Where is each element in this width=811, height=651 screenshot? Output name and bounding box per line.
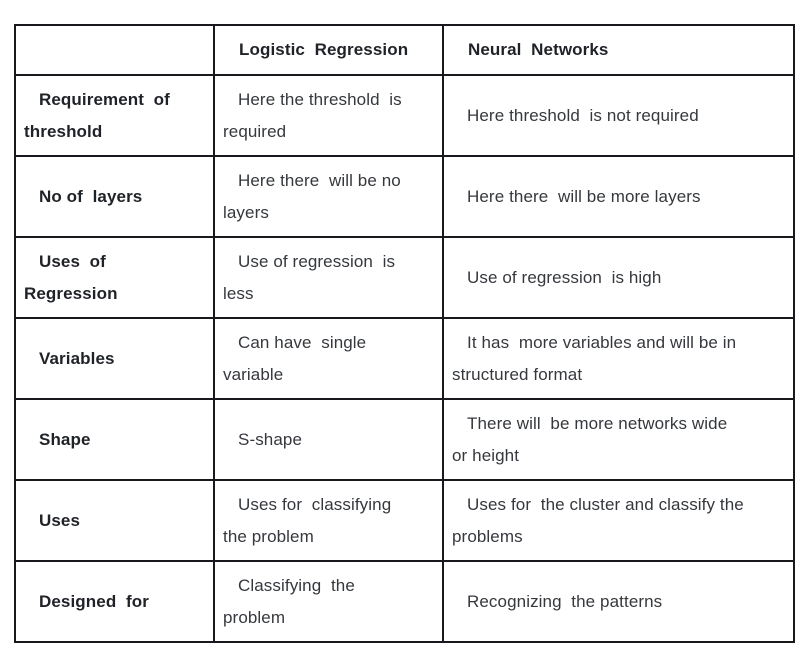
table-cell: Here the threshold is required [213, 74, 444, 157]
row-label: Shape [14, 398, 215, 481]
table-row-variables: Variables Can have single variable It ha… [14, 317, 795, 400]
column-header-logistic-regression: Logistic Regression [213, 24, 444, 76]
table-cell: Recognizing the patterns [442, 560, 795, 643]
row-label: Uses of Regression [14, 236, 215, 319]
table-cell: There will be more networks wide or heig… [442, 398, 795, 481]
row-label: Uses [14, 479, 215, 562]
row-label: Designed for [14, 560, 215, 643]
row-label: Requirement of threshold [14, 74, 215, 157]
table-cell: Classifying the problem [213, 560, 444, 643]
table-cell: Here there will be more layers [442, 155, 795, 238]
table-row-uses: Uses Uses for classifying the problem Us… [14, 479, 795, 562]
table-cell: Here there will be no layers [213, 155, 444, 238]
comparison-table: Logistic Regression Neural Networks Requ… [14, 24, 795, 643]
table-cell: Use of regression is less [213, 236, 444, 319]
table-row-requirement-of-threshold: Requirement of threshold Here the thresh… [14, 74, 795, 157]
table-cell: Uses for classifying the problem [213, 479, 444, 562]
table-cell: Uses for the cluster and classify the pr… [442, 479, 795, 562]
table-cell: It has more variables and will be in str… [442, 317, 795, 400]
table-cell: S-shape [213, 398, 444, 481]
corner-cell [14, 24, 215, 76]
table-cell: Here threshold is not required [442, 74, 795, 157]
row-label: Variables [14, 317, 215, 400]
table-row-designed-for: Designed for Classifying the problem Rec… [14, 560, 795, 643]
table-row-uses-of-regression: Uses of Regression Use of regression is … [14, 236, 795, 319]
table-row-no-of-layers: No of layers Here there will be no layer… [14, 155, 795, 238]
column-header-neural-networks: Neural Networks [442, 24, 795, 76]
table-cell: Use of regression is high [442, 236, 795, 319]
table-row-shape: Shape S-shape There will be more network… [14, 398, 795, 481]
header-row: Logistic Regression Neural Networks [14, 24, 795, 76]
table-cell: Can have single variable [213, 317, 444, 400]
row-label: No of layers [14, 155, 215, 238]
